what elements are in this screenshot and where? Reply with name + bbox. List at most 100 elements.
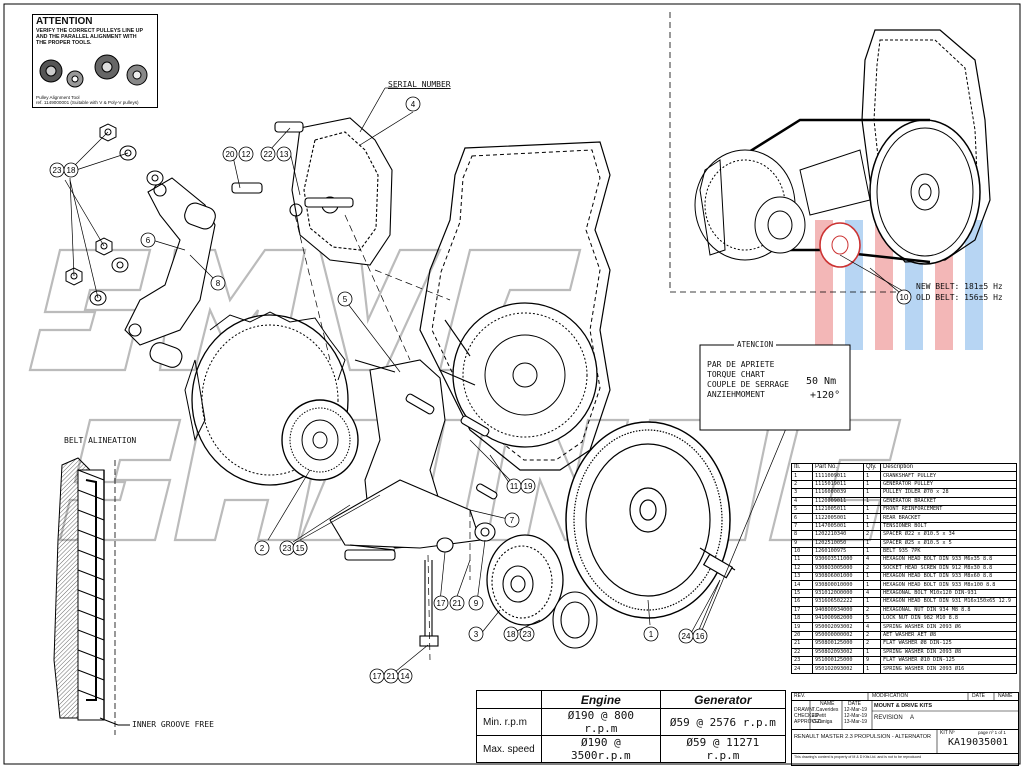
drawing-border: [3, 3, 1021, 765]
callout-21: 21: [449, 595, 465, 611]
attention-box: ATTENTION VERIFY THE CORRECT PULLEYS LIN…: [32, 14, 158, 108]
callout-1: 1: [643, 626, 659, 642]
bom-description: SPACER Ø25 x Ø10.5 x 5: [880, 538, 1017, 548]
bom-item: 13: [791, 572, 813, 582]
bom-qty: 1: [863, 572, 881, 582]
bom-part-no: 9308O0010000: [812, 580, 864, 590]
tb-revision-value: A: [910, 715, 915, 721]
bom-item: 9: [791, 538, 813, 548]
tb-date-col: DATE: [848, 701, 861, 707]
bom-qty: 1: [863, 521, 881, 532]
tb-name-col: NAME: [820, 701, 835, 707]
bom-item: 17: [791, 605, 813, 616]
performance-header-generator: Generator: [659, 690, 787, 709]
callout-number: 16: [696, 632, 705, 641]
generator-bracket: [231, 117, 393, 266]
tb-footer: This drawing's content is property of M …: [794, 755, 922, 759]
callout-number: 23: [53, 166, 62, 175]
tb-checked-date: 12-Mar-19: [844, 713, 868, 719]
performance-header-engine: Engine: [541, 690, 661, 709]
bom-item: 12: [791, 563, 813, 574]
bom-part-no: 9410O0982000: [812, 614, 864, 624]
title-block: REV. MODIFICATION DATE NAME NAME DATE DR…: [791, 692, 1019, 766]
attention-line: THE PROPER TOOLS.: [36, 40, 92, 46]
tb-company: MOUNT & DRIVE KITS: [874, 703, 933, 709]
callout-number: 24: [682, 632, 691, 641]
callout-number: 1: [649, 630, 654, 639]
tb-date: DATE: [972, 693, 985, 699]
belt-alineation-label: BELT ALINEATION: [64, 436, 137, 445]
bom-item: 11: [791, 555, 813, 565]
callout-3: 3: [468, 626, 484, 642]
bom-part-no: 9508O2093002: [812, 647, 864, 658]
bom-part-no: 9308O3005000: [812, 563, 864, 574]
callout-2: 2: [254, 540, 270, 556]
callout-number: 17: [373, 672, 382, 681]
bom-description: SOCKET HEAD SCREW DIN 912 M8x30 8.8: [880, 563, 1017, 574]
performance-header-row: Engine Generator: [476, 690, 787, 709]
bom-qty: 1: [863, 496, 881, 506]
bom-header-description: Description: [880, 462, 1017, 473]
bom-qty: 1: [863, 597, 881, 607]
bom-part-no: 9501O2093002: [812, 664, 864, 674]
bom-qty: 1: [863, 580, 881, 590]
performance-header-blank: [476, 690, 542, 709]
bom-qty: 1: [863, 513, 881, 523]
performance-generator-value: Ø59 @ 2576 r.p.m: [659, 708, 787, 736]
bom-item: 3: [791, 488, 813, 498]
bom-qty: 1: [863, 471, 881, 481]
callout-7: 7: [504, 512, 520, 528]
bom-description: BELT 935 7PK: [880, 546, 1017, 557]
callout-23: 23: [279, 540, 295, 556]
detail-view-frame: [669, 12, 900, 293]
bom-qty: 1: [863, 664, 881, 674]
bom-description: HEXAGON HEAD BOLT DIN 933 M8x100 8.8: [880, 580, 1017, 590]
bom-part-no: 1115019011: [812, 479, 864, 490]
alignment-tool-caption: Pulley Alignment Tool ref. 1149000001 (S…: [33, 95, 142, 105]
callout-22: 22: [260, 146, 276, 162]
rear-bracket: [124, 177, 216, 368]
tb-drawn-name: T.Caverides: [812, 707, 839, 713]
torque-angle: +120°: [810, 390, 841, 401]
bom-qty: 5: [863, 614, 881, 624]
callout-11: 11: [506, 478, 522, 494]
callout-number: 19: [524, 482, 533, 491]
bom-item: 6: [791, 513, 813, 523]
callout-9: 9: [468, 595, 484, 611]
tb-approved-name: C.Zuniga: [812, 719, 833, 725]
callout-number: 10: [900, 293, 909, 302]
callout-18: 18: [63, 162, 79, 178]
alignment-tool-image: [39, 54, 148, 88]
title-block-lines: [809, 693, 1018, 753]
bom-header-part-no: Part No.: [812, 462, 864, 473]
bom-part-no: 9508O0125000: [812, 639, 864, 649]
tb-rev: REV.: [794, 693, 806, 699]
callout-number: 15: [296, 544, 305, 553]
callout-number: 6: [146, 236, 151, 245]
callout-number: 23: [283, 544, 292, 553]
callout-number: 12: [242, 150, 251, 159]
bom-qty: 1: [863, 546, 881, 557]
callout-number: 4: [411, 100, 416, 109]
crankshaft-pulley: [565, 421, 736, 619]
bom-item: 20: [791, 630, 813, 641]
bom-description: SPACER Ø22 x Ø10.5 x 34: [880, 530, 1017, 540]
callout-number: 21: [453, 599, 462, 608]
bom-part-no: 9510O0125000: [812, 655, 864, 666]
callout-number: 21: [387, 672, 396, 681]
bom-description: AET WASHER AET Ø8: [880, 630, 1017, 641]
bom-qty: 4: [863, 588, 881, 599]
callout-number: 9: [474, 599, 479, 608]
